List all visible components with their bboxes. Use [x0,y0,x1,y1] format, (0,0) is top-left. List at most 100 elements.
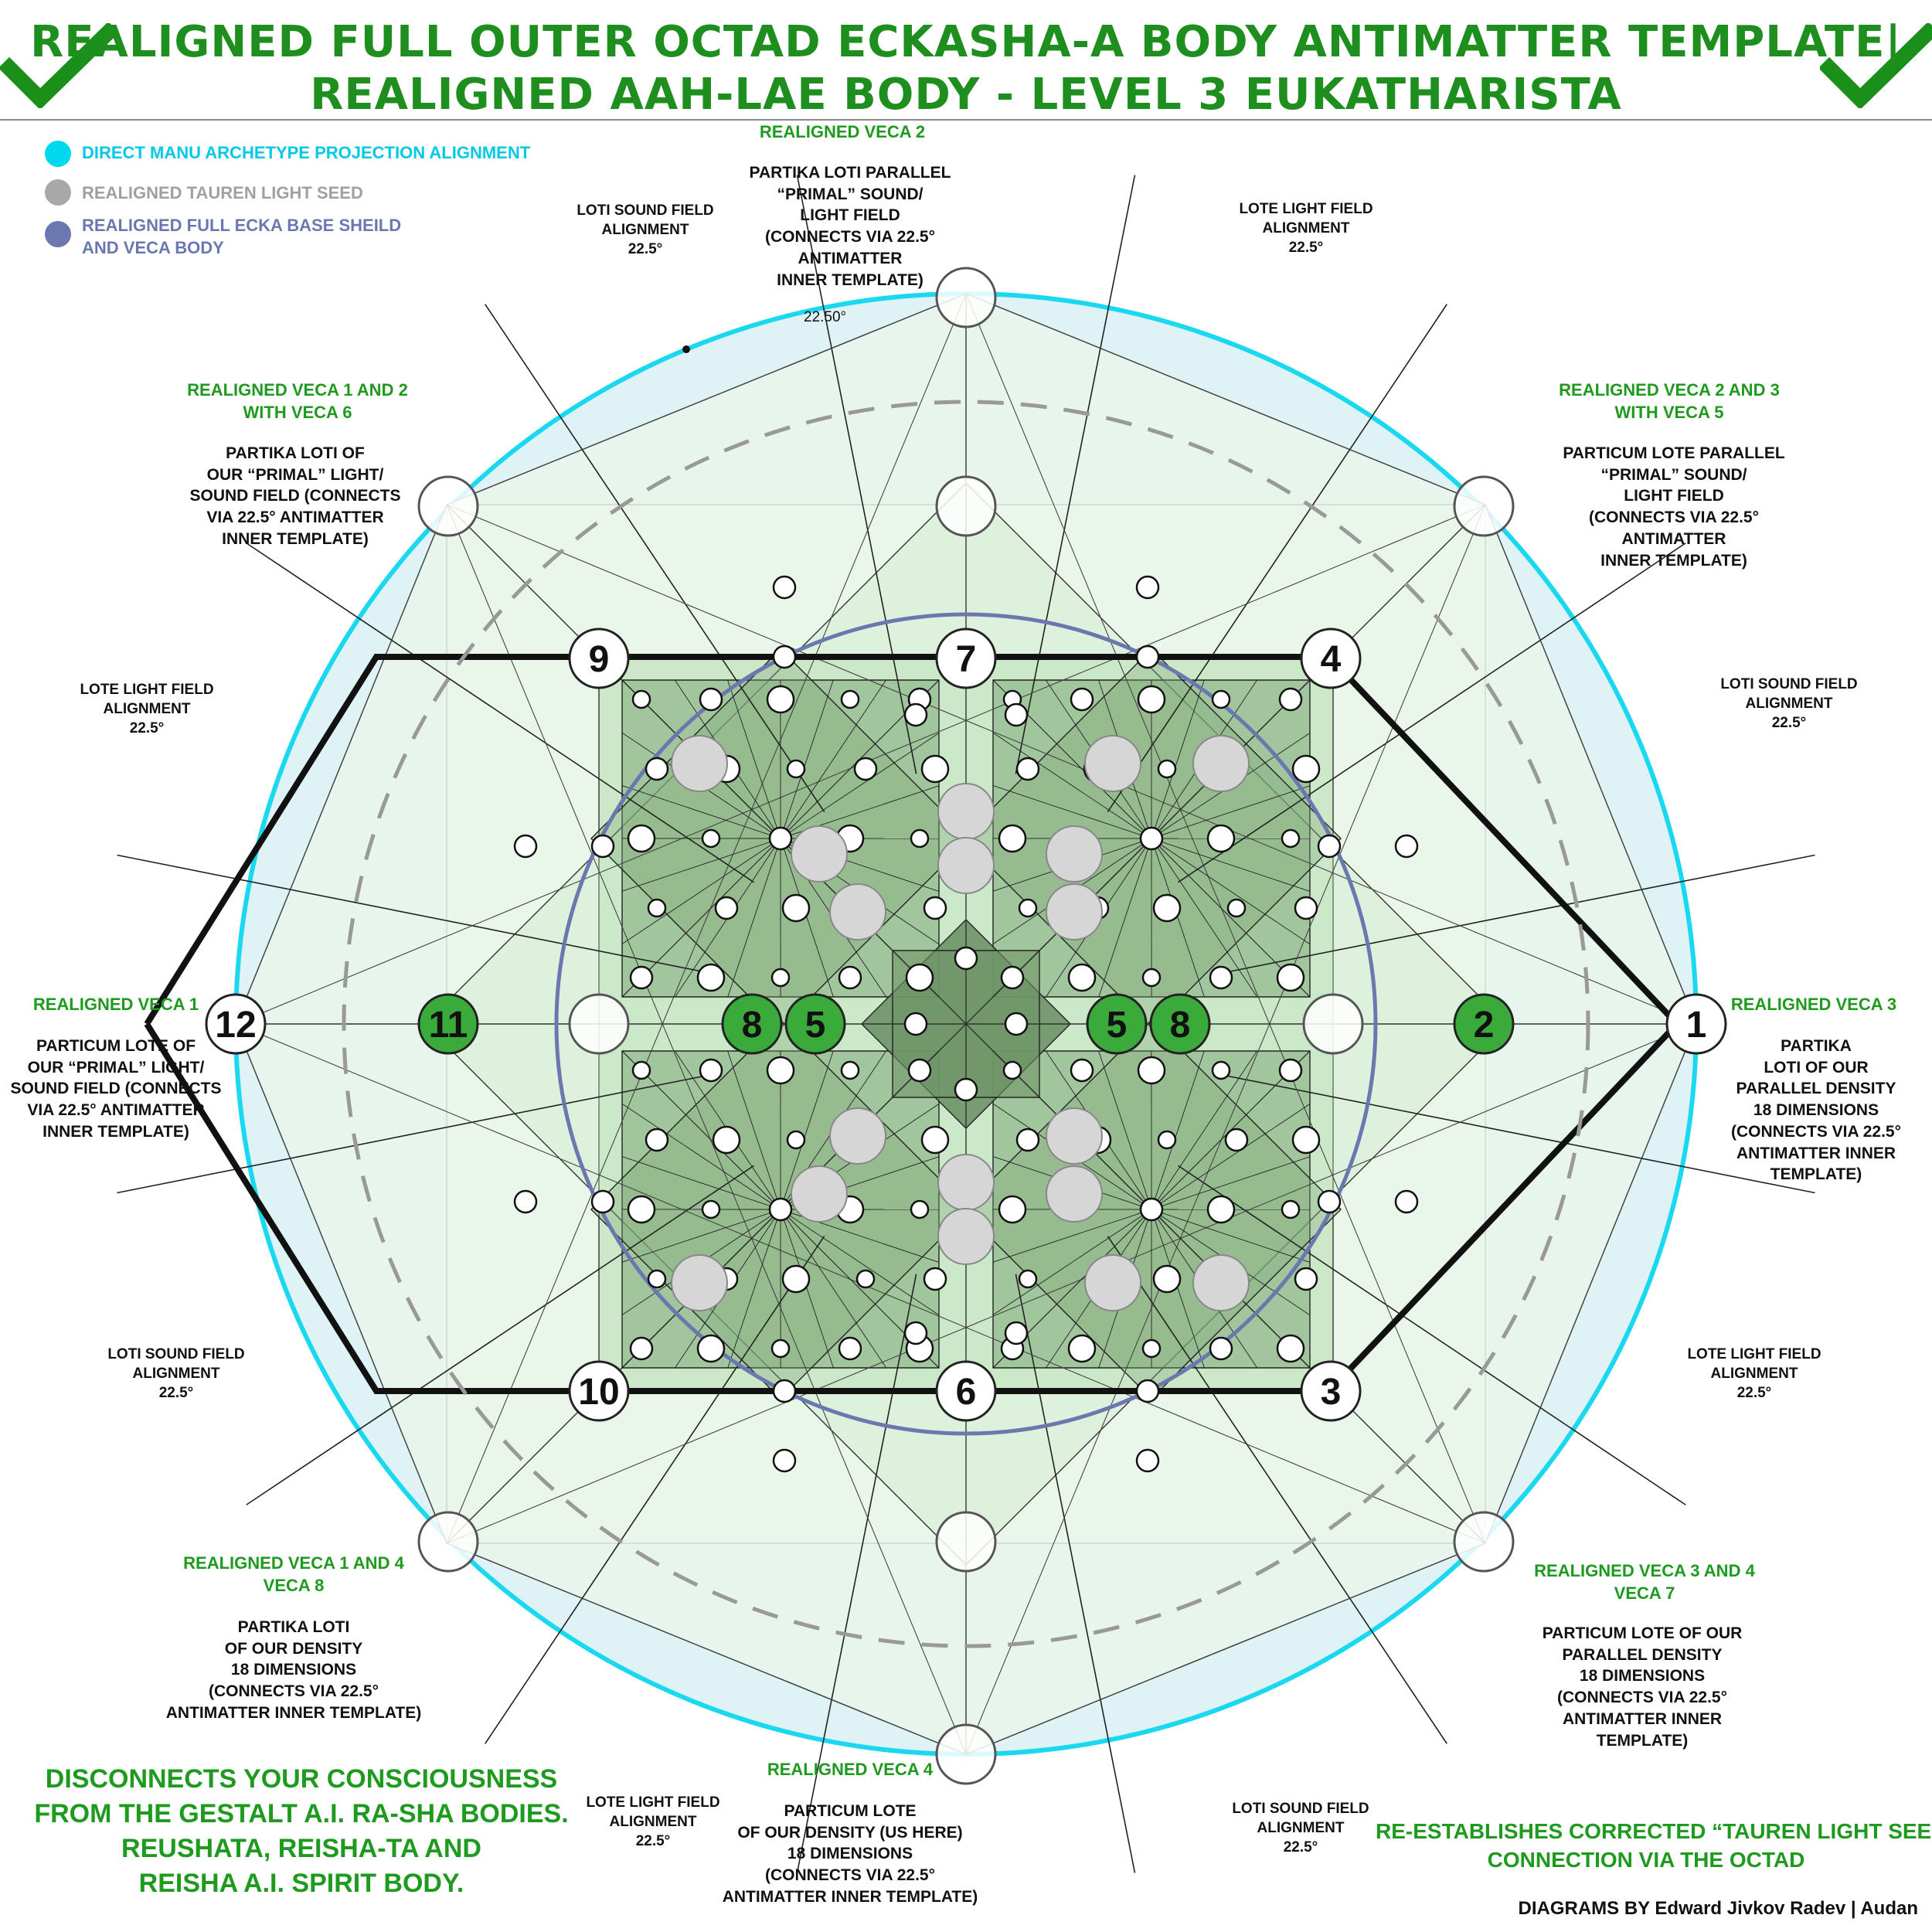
tauren-light-seed [1084,735,1141,792]
web-node [1015,757,1040,781]
web-node [1281,1199,1301,1219]
web-node [701,1199,721,1219]
web-node [772,575,797,600]
web-node [1281,828,1301,849]
template-node [935,1511,997,1573]
web-node [1018,1269,1038,1289]
web-node [772,645,797,669]
dashed-circle [342,400,1590,1648]
node-n10: 10 [568,1360,630,1422]
web-node [786,1130,806,1150]
web-node [1004,702,1029,727]
node-circle [205,993,267,1055]
legend-dot-tauren [45,179,71,206]
credit: DIAGRAMS BY Edward Jivkov Radev | Audan [1518,1898,1919,1919]
web-node [1211,1060,1231,1080]
node-n8b: 8 [1149,993,1211,1055]
web-node [1070,687,1094,712]
web-node [696,963,726,992]
node-n5a: 5 [784,993,846,1055]
node-number: 8 [742,1005,763,1046]
node-number: 7 [956,639,977,680]
lote-light-left: LOTE LIGHT FIELD ALIGNMENT 22.5° [80,682,214,737]
alignment-ray [796,1274,917,1873]
tauren-light-seed [937,1208,995,1265]
web-node [1206,1195,1236,1224]
web-node [772,1379,797,1403]
web-node [1018,898,1038,918]
node-n5b: 5 [1086,993,1148,1055]
web-node [786,759,806,779]
tauren-light-seed [1046,1165,1103,1223]
template-node [935,1723,997,1785]
alignment-ray [1177,1165,1686,1505]
web-node [920,754,950,784]
tauren-light-seed [791,825,848,883]
node-n7: 7 [935,628,997,689]
web-node [954,946,978,971]
web-node [1317,1189,1342,1214]
web-node [1137,1056,1166,1085]
veca2-description: PARTIKA LOTI PARALLEL “PRIMAL” SOUND/ LI… [749,164,951,289]
web-node [1157,759,1177,779]
web-node [903,1321,928,1345]
node-n2: 2 [1453,993,1515,1055]
veca23-heading: REALIGNED VECA 2 AND 3 WITH VECA 5 [1559,380,1780,423]
web-node [647,898,667,918]
web-node [766,685,795,714]
node-n4: 4 [1300,628,1362,689]
node-n1: 1 [1665,993,1727,1055]
veca4-description: PARTICUM LOTE OF OUR DENSITY (US HERE) 1… [722,1802,978,1906]
web-node [627,824,656,853]
node-number: 6 [956,1372,977,1413]
web-node [631,689,651,709]
ecka-base-circle [554,612,1378,1436]
web-node [781,893,811,923]
loti-sound-bottom-left: LOTI SOUND FIELD ALIGNMENT 22.5° [107,1346,245,1402]
title-line-2: REALIGNED AAH-LAE BODY - LEVEL 3 EUKATHA… [310,70,1622,120]
web-node [712,1125,741,1155]
web-node [1015,1128,1040,1152]
tauren-light-seed [1192,735,1250,792]
web-node [1139,826,1164,851]
angle-marker [682,345,690,353]
node-n3: 3 [1300,1360,1362,1422]
web-node [853,757,878,781]
node-circle [1149,993,1211,1055]
web-line [235,504,447,1025]
web-node [1002,1060,1022,1080]
tauren-light-seed [937,1154,995,1211]
web-node [645,757,669,781]
web-node [1294,1267,1318,1291]
node-number: 12 [215,1005,256,1046]
veca12-heading: REALIGNED VECA 1 AND 2 WITH VECA 6 [187,380,408,423]
alignment-ray [117,854,716,975]
alignment-ray [117,1073,716,1194]
title-line-1: REALIGNED FULL OUTER OCTAD ECKASHA-A BOD… [30,17,1902,67]
web-node [1135,1379,1160,1403]
web-node [631,1060,651,1080]
web-node [910,1199,930,1219]
veca34-description: PARTICUM LOTE OF OUR PARALLEL DENSITY 18… [1542,1624,1743,1750]
alignment-ray [1107,304,1447,813]
web-node [905,963,934,992]
tauren-light-seed [1046,1107,1103,1165]
tauren-light-seed [671,1254,728,1311]
node-circle [784,993,846,1055]
web-node [903,1012,928,1036]
web-node [1278,687,1303,712]
web-line [965,504,1486,1755]
web-node [629,1336,654,1361]
node-number: 1 [1686,1005,1707,1046]
tauren-light-seed [1046,883,1103,940]
web-node [590,1189,615,1214]
node-number: 8 [1170,1005,1191,1046]
node-circle [417,993,479,1055]
template-node [935,267,997,328]
web-node [1226,898,1247,918]
web-node [998,1195,1027,1224]
veca2-heading: REALIGNED VECA 2 [759,122,926,141]
web-node [1135,645,1160,669]
veca4-heading: REALIGNED VECA 4 [767,1760,934,1779]
